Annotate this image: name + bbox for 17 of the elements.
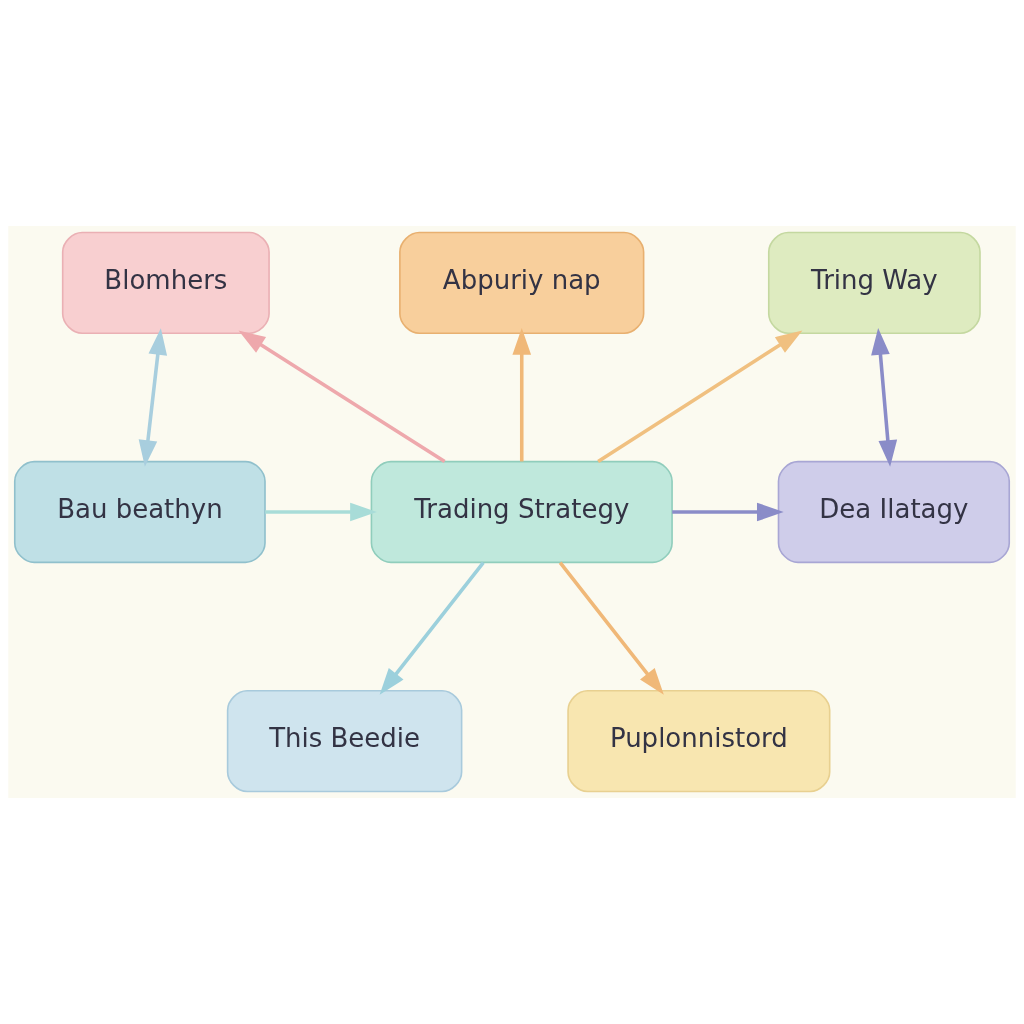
node-box: Blomhers [61,231,270,335]
node-box: Tring Way [767,231,981,335]
node-box: This Beedie [226,689,463,793]
node-box: Puplonnistord [567,689,831,793]
arrow [379,561,485,695]
arrow [672,502,784,522]
arrow [512,328,532,462]
node-box: Dea Ilatagy [777,460,1011,564]
arrow [138,328,168,467]
node-box: Abpuriy nap [399,231,645,335]
arrow [871,328,898,467]
arrow [265,502,377,522]
node-box: Trading Strategy [370,460,673,564]
node-box: Bau beathyn [13,460,266,564]
arrow [558,561,664,695]
arrow [597,330,803,463]
arrow [238,330,446,463]
